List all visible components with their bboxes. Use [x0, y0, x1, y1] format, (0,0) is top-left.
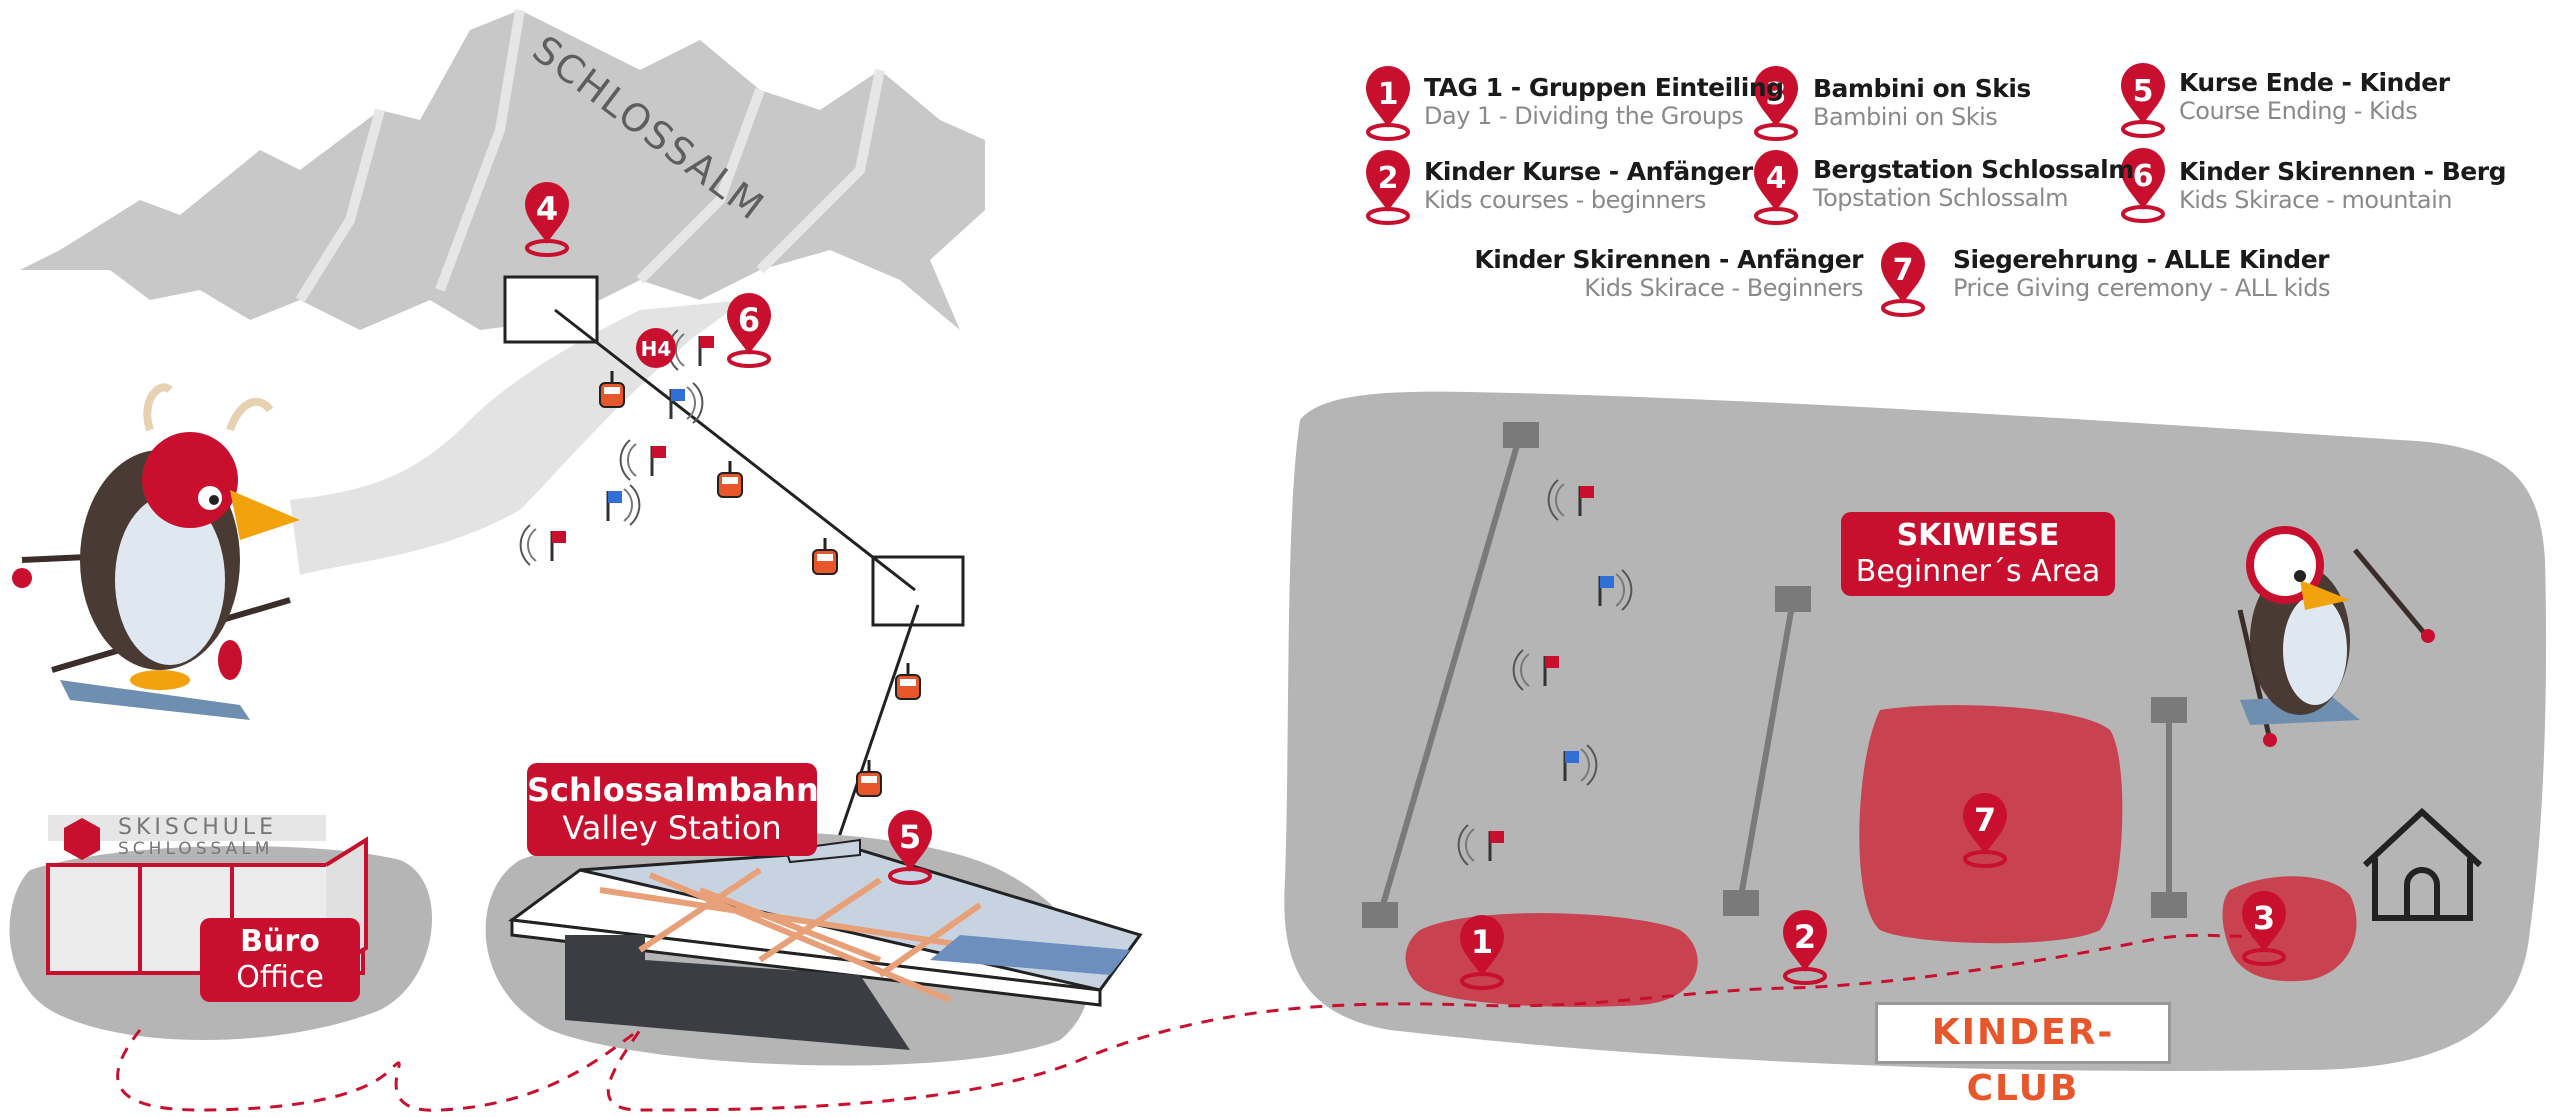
- drag-lifts: [1362, 422, 2187, 928]
- svg-text:6: 6: [738, 301, 760, 339]
- penguin-mascot-icon: [12, 383, 300, 720]
- gondola-cabin-icon: [811, 536, 839, 576]
- valley-station-title: Schlossalmbahn: [527, 771, 819, 809]
- skischule-line2: SCHLOSSALM: [118, 839, 274, 859]
- skischule-line1: SKISCHULE: [118, 815, 278, 840]
- map-pin-3[interactable]: 3: [2240, 889, 2288, 966]
- legend-item-1: TAG 1 - Gruppen Einteiling Day 1 - Divid…: [1424, 73, 1784, 130]
- legend-subtitle: Price Giving ceremony - ALL kids: [1953, 273, 2330, 302]
- legend-pin-3: 3: [1752, 64, 1800, 141]
- skiwiese-subtitle: Beginner´s Area: [1855, 554, 2101, 589]
- legend-pin-2: 2: [1364, 148, 1412, 225]
- legend-title: Bergstation Schlossalm: [1813, 155, 2134, 184]
- svg-text:5: 5: [2133, 74, 2154, 109]
- legend-pin-1: 1: [1364, 64, 1412, 141]
- legend-item-3: Bambini on Skis Bambini on Skis: [1813, 74, 2031, 131]
- skischule-sign: SKISCHULE SCHLOSSALM: [118, 817, 277, 858]
- office-subtitle: Office: [236, 960, 324, 995]
- legend-title: Siegerehrung - ALLE Kinder: [1953, 245, 2329, 274]
- map-pin-5[interactable]: 5: [886, 808, 934, 885]
- penguin-mascot-icon: [2237, 526, 2435, 747]
- legend-subtitle: Topstation Schlossalm: [1813, 183, 2068, 212]
- legend-subtitle: Kids Skirace - mountain: [2179, 185, 2453, 214]
- slalom-flag-icon: [519, 523, 568, 567]
- legend-item-4: Bergstation Schlossalm Topstation Schlos…: [1813, 155, 2134, 212]
- valley-station-subtitle: Valley Station: [562, 809, 782, 848]
- zone-3: [2222, 876, 2357, 982]
- legend-pin-4: 4: [1752, 148, 1800, 225]
- h4-badge: H4: [636, 328, 676, 368]
- legend-item-5: Kurse Ende - Kinder Course Ending - Kids: [2179, 68, 2450, 125]
- svg-text:7: 7: [1893, 253, 1914, 288]
- skiwiese-title: SKIWIESE: [1896, 518, 2060, 553]
- svg-text:1: 1: [1471, 923, 1493, 961]
- legend-title: Kurse Ende - Kinder: [2179, 68, 2450, 97]
- svg-text:4: 4: [1766, 161, 1787, 196]
- legend-item-skirace-beginners: Kinder Skirennen - Anfänger Kids Skirace…: [1474, 245, 1863, 302]
- cable-car-line: [503, 275, 965, 841]
- slalom-flag-icon: [619, 438, 668, 482]
- svg-text:1: 1: [1378, 77, 1399, 112]
- map-pin-6[interactable]: 6: [725, 291, 773, 368]
- svg-text:6: 6: [2133, 159, 2154, 194]
- valley-station-label[interactable]: Schlossalmbahn Valley Station: [527, 763, 819, 856]
- legend-title: Bambini on Skis: [1813, 74, 2031, 103]
- legend-subtitle: Kids courses - beginners: [1424, 185, 1706, 214]
- legend-title: Kinder Skirennen - Anfänger: [1474, 245, 1863, 274]
- svg-text:2: 2: [1378, 161, 1399, 196]
- legend-title: TAG 1 - Gruppen Einteiling: [1424, 73, 1784, 102]
- svg-text:4: 4: [536, 190, 558, 228]
- kinder-club-logo[interactable]: KINDER-CLUB: [1875, 1002, 2171, 1109]
- house-icon: [2362, 807, 2483, 921]
- legend-title: Kinder Skirennen - Berg: [2179, 157, 2506, 186]
- walking-path: [116, 933, 2271, 1112]
- skiwiese-label[interactable]: SKIWIESE Beginner´s Area: [1841, 512, 2115, 596]
- office-title: Büro: [240, 924, 320, 959]
- map-pin-1[interactable]: 1: [1458, 913, 1506, 990]
- slalom-flag-icon: [606, 483, 641, 527]
- svg-text:H4: H4: [641, 337, 672, 361]
- legend-item-2: Kinder Kurse - Anfänger Kids courses - b…: [1424, 157, 1753, 214]
- legend-pin-6: 6: [2119, 146, 2167, 223]
- legend-title: Kinder Kurse - Anfänger: [1424, 157, 1753, 186]
- legend-pin-7: 7: [1879, 240, 1927, 317]
- svg-text:7: 7: [1974, 801, 1996, 839]
- legend-pin-5: 5: [2119, 61, 2167, 138]
- legend-subtitle: Day 1 - Dividing the Groups: [1424, 101, 1744, 130]
- gondola-cabin-icon: [894, 661, 922, 701]
- svg-text:5: 5: [899, 818, 921, 856]
- valley-station-building: [508, 838, 1143, 1050]
- legend-item-6: Kinder Skirennen - Berg Kids Skirace - m…: [2179, 157, 2506, 214]
- legend-item-7: Siegerehrung - ALLE Kinder Price Giving …: [1953, 245, 2330, 302]
- gondola-cabin-icon: [716, 459, 744, 499]
- svg-text:3: 3: [1766, 77, 1787, 112]
- zone-1: [1405, 913, 1698, 1007]
- legend-subtitle: Course Ending - Kids: [2179, 96, 2418, 125]
- kinder-club-text: KINDER-CLUB: [1931, 1012, 2115, 1109]
- map-pin-7[interactable]: 7: [1961, 791, 2009, 868]
- skischule-logo: [64, 818, 100, 860]
- svg-text:3: 3: [2253, 899, 2275, 937]
- map-pin-4[interactable]: 4: [523, 180, 571, 257]
- mountain-silhouette: SCHLOSSALM: [20, 9, 985, 330]
- gondola-cabin-icon: [855, 758, 883, 798]
- map-pin-2[interactable]: 2: [1781, 908, 1829, 985]
- office-label[interactable]: Büro Office: [200, 918, 360, 1002]
- legend-subtitle: Kids Skirace - Beginners: [1584, 273, 1863, 302]
- legend-subtitle: Bambini on Skis: [1813, 102, 1998, 131]
- svg-text:2: 2: [1794, 918, 1816, 956]
